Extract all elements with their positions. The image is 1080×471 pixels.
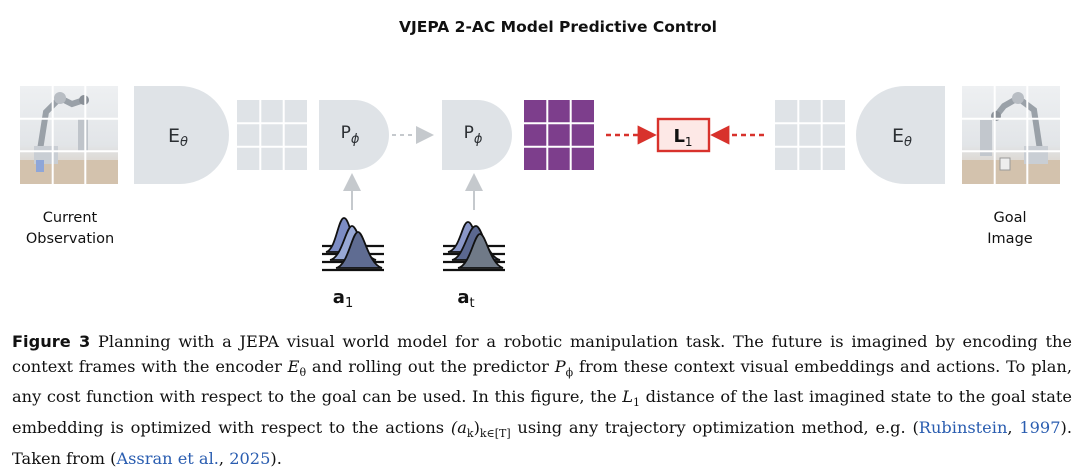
action-1-subscript: 1	[345, 296, 353, 311]
math-actions-sub: k	[466, 427, 474, 441]
encoder-left: Eθ	[134, 86, 229, 184]
caption-text-2: and rolling out the predictor	[306, 356, 555, 376]
action-t-subscript: t	[470, 296, 475, 311]
context-embedding-grid	[237, 100, 307, 170]
predictor-symbol: P	[341, 123, 351, 143]
caption-text-7: ).	[270, 448, 282, 468]
loss-subscript: 1	[685, 135, 693, 149]
citation-separator-2: ,	[218, 448, 230, 468]
svg-text:Eθ: Eθ	[892, 125, 912, 150]
action-t-symbol: a	[457, 287, 469, 308]
goal-image	[962, 86, 1060, 184]
predictor-symbol: P	[464, 123, 474, 143]
goal-image-label-line1: Goal	[993, 210, 1026, 226]
action-t-distribution-icon	[443, 221, 505, 272]
current-observation-image	[20, 86, 118, 184]
citation-rubinstein-year[interactable]: 1997	[1019, 417, 1061, 437]
svg-text:Eθ: Eθ	[168, 125, 188, 150]
encoder-subscript: θ	[904, 135, 912, 150]
math-actions-range: k∈[T]	[479, 427, 511, 441]
action-1-symbol: a	[333, 287, 345, 308]
goal-embedding-grid	[775, 100, 845, 170]
citation-rubinstein-name[interactable]: Rubinstein	[918, 417, 1008, 437]
goal-image-label-line2: Image	[987, 231, 1032, 247]
encoder-right: Eθ	[856, 86, 945, 184]
math-encoder: E	[287, 356, 300, 376]
math-loss-sub: 1	[633, 396, 641, 410]
action-t-label: at	[457, 287, 474, 311]
svg-text:L1: L1	[673, 126, 692, 149]
math-actions: (a	[450, 417, 467, 437]
citation-separator-1: ,	[1007, 417, 1020, 437]
svg-text:Pϕ: Pϕ	[464, 123, 483, 147]
predictor-1: Pϕ	[319, 100, 389, 170]
current-observation-label-line2: Observation	[26, 231, 114, 247]
predictor-t: Pϕ	[442, 100, 512, 170]
citation-assran-year[interactable]: 2025	[229, 448, 271, 468]
math-predictor-sub: ϕ	[565, 365, 574, 379]
encoder-symbol: E	[168, 125, 180, 147]
math-predictor: P	[554, 356, 566, 376]
encoder-symbol: E	[892, 125, 904, 147]
caption-text-5: using any trajectory optimization method…	[510, 417, 919, 437]
math-actions-close: )	[473, 417, 480, 437]
caption-text-4: distance of the last imagined state to t…	[12, 387, 1072, 437]
current-observation-label-line1: Current	[43, 210, 98, 226]
l1-loss-box: L1	[656, 117, 711, 153]
math-loss: L	[622, 387, 634, 407]
predictor-subscript: ϕ	[474, 132, 483, 147]
diagram: VJEPA 2-AC Model Predictive Control Eθ	[20, 18, 1060, 311]
action-1-label: a1	[333, 287, 353, 311]
action-1-distribution-icon	[322, 217, 384, 272]
predictor-subscript: ϕ	[351, 132, 360, 147]
svg-text:Pϕ: Pϕ	[341, 123, 360, 147]
diagram-title: VJEPA 2-AC Model Predictive Control	[399, 18, 717, 36]
loss-symbol: L	[673, 126, 684, 147]
math-encoder-sub: θ	[299, 365, 307, 379]
figure-caption: Figure 3 Planning with a JEPA visual wor…	[12, 330, 1072, 471]
predicted-embedding-grid	[524, 100, 594, 170]
encoder-subscript: θ	[180, 135, 188, 150]
figure-label: Figure 3	[12, 332, 91, 351]
caption-text-1: Planning with a JEPA visual world model …	[12, 332, 1072, 376]
citation-assran-name[interactable]: Assran et al.	[116, 448, 219, 468]
caption-text-3: from these context visual embeddings and…	[12, 356, 1072, 407]
